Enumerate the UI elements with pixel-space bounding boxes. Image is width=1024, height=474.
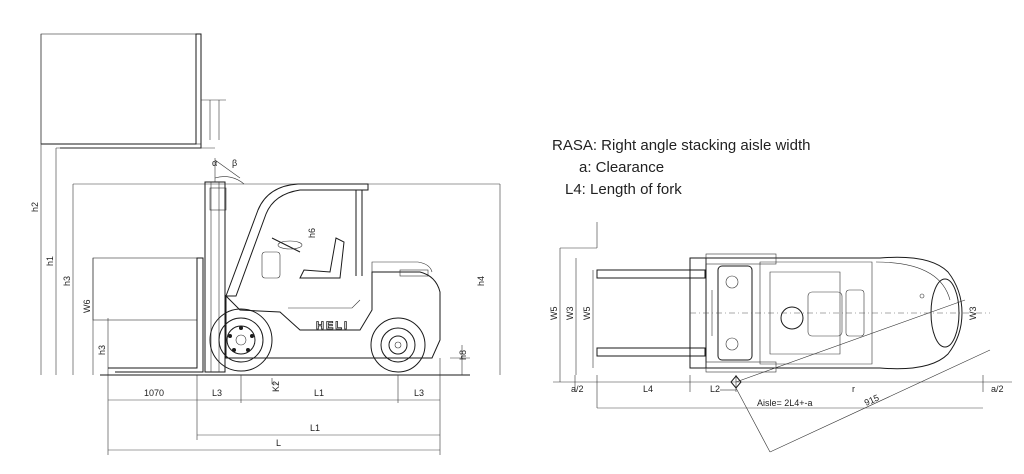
dim-l1: L1 (314, 388, 324, 398)
dim-l-total: L (276, 438, 281, 448)
mast (204, 181, 226, 373)
dim-w3-right: W3 (968, 307, 978, 321)
overhead-guard (225, 183, 369, 297)
chassis (225, 271, 441, 359)
lowered-load (92, 257, 198, 321)
dim-l3-front: L3 (212, 388, 222, 398)
dim-h3-upper: h3 (62, 276, 72, 286)
dim-h6: h6 (307, 228, 317, 238)
legend-rasa: RASA: Right angle stacking aisle width (552, 137, 811, 154)
turning-radius (735, 299, 966, 383)
dim-l4: L4 (643, 384, 653, 394)
dim-k2: K2 (271, 381, 281, 392)
dim-h1: h1 (45, 256, 55, 266)
dim-aisle: Aisle= 2L4+-a (757, 398, 813, 408)
dim-l2: L2 (710, 384, 720, 394)
rear-wheel (370, 317, 426, 373)
top-fork-lower (596, 347, 706, 357)
dim-1070: 1070 (144, 388, 164, 398)
dim-w3-left: W3 (565, 307, 575, 321)
dim-l3-rear: L3 (414, 388, 424, 398)
legend: RASA: Right angle stacking aisle width a… (552, 135, 810, 201)
dim-w5-outer: W5 (549, 307, 559, 321)
dim-915: 915 (863, 393, 881, 408)
dim-beta: β (232, 158, 237, 168)
dim-w6: W6 (82, 300, 92, 314)
dim-a-half-right: a/2 (991, 384, 1004, 394)
raised-fork (41, 33, 202, 149)
top-fork-upper (596, 269, 706, 279)
operator-seat (299, 237, 345, 279)
legend-fork-length: L4: Length of fork (565, 181, 682, 198)
truck-body-outline (705, 256, 963, 370)
dim-h4: h4 (476, 276, 486, 286)
dim-a-half-left: a/2 (571, 384, 584, 394)
dim-h8: h8 (458, 350, 468, 360)
front-wheel (209, 308, 273, 372)
dim-alpha: α (212, 158, 217, 168)
raised-load (40, 33, 202, 145)
dim-h3: h3 (97, 345, 107, 355)
side-view: HELI (30, 33, 501, 455)
dim-r: r (852, 384, 855, 394)
dim-l1-total: L1 (310, 423, 320, 433)
dim-h2: h2 (30, 202, 40, 212)
legend-clearance: a: Clearance (579, 159, 665, 176)
top-view: W5 W3 W5 W3 a/2 L4 L2 r a/2 Aisle= 2L4+-… (549, 222, 1012, 453)
steering-wheel-top (780, 306, 804, 330)
brand-logo: HELI (316, 320, 349, 332)
dim-w5-inner: W5 (582, 307, 592, 321)
lowered-fork (108, 257, 204, 373)
